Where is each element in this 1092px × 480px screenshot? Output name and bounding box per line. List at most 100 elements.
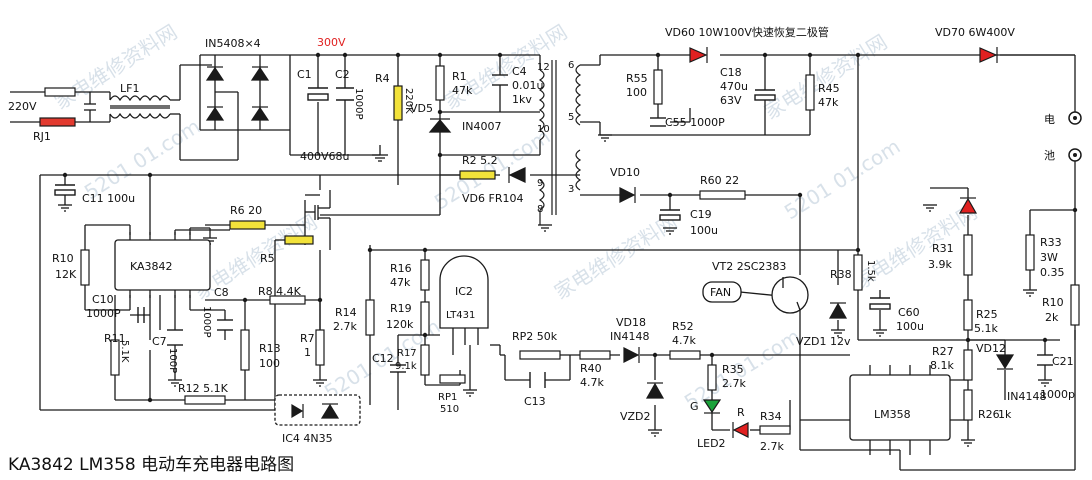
label-hv: 300V — [317, 36, 346, 49]
label-r40-value: 4.7k — [580, 376, 604, 389]
label-vd18: VD18 — [616, 316, 646, 329]
junctions — [62, 52, 1078, 403]
ics — [114, 239, 951, 441]
label-r8: R8 4.4K — [258, 285, 302, 298]
fan — [702, 281, 742, 303]
label-r13-value: 100 — [259, 357, 280, 370]
resistors — [44, 65, 1080, 435]
label-rp1: RP1 — [438, 392, 457, 403]
labels: 220V RJ1 LF1 IN5408×4 300V C1 C2 1000P 4… — [8, 25, 1075, 453]
label-r35-value: 2.7k — [722, 377, 746, 390]
ground-icon — [372, 154, 388, 162]
watermark-text: 5201 01.com — [80, 114, 204, 204]
battery-terminals — [1068, 111, 1082, 162]
resistor-r4 — [393, 85, 403, 121]
label-battery-1: 电 — [1044, 113, 1055, 126]
label-ka3842: KA3842 — [130, 260, 173, 273]
resistor-r7 — [315, 329, 325, 366]
label-fan: FAN — [710, 286, 731, 299]
colored-resistors — [39, 85, 496, 245]
label-input-voltage: 220V — [8, 100, 37, 113]
label-r60: R60 22 — [700, 174, 739, 187]
label-ic4: IC4 4N35 — [282, 432, 333, 445]
resistor-r14 — [365, 299, 375, 336]
resistor-r11 — [110, 339, 120, 376]
capacitor-c13 — [529, 372, 546, 388]
resistor-r45 — [805, 74, 815, 111]
label-c8-value: 1000P — [201, 306, 212, 337]
capacitor-c4 — [492, 74, 508, 86]
diode-vd5 — [428, 118, 452, 133]
resistor-r12 — [184, 395, 226, 405]
capacitor-c1 — [307, 87, 329, 101]
label-r14-value: 2.7k — [333, 320, 357, 333]
label-pin3: 3 — [568, 184, 574, 195]
resistor-r10b — [1070, 284, 1080, 326]
capacitor-c55 — [650, 117, 666, 127]
label-r34: R34 — [760, 410, 782, 423]
capacitor-c19 — [659, 209, 681, 221]
watermark-text: 家电维修资料网 — [550, 210, 681, 305]
label-c2: C2 — [335, 68, 350, 81]
label-battery-2: 池 — [1044, 149, 1055, 162]
resistor-r33 — [1025, 234, 1035, 271]
ic-pins — [129, 232, 801, 345]
label-c55: C55 1000P — [665, 116, 725, 129]
label-c19: C19 — [690, 208, 712, 221]
label-c21-value: 1000p — [1040, 388, 1075, 401]
ground-symbols — [58, 134, 1052, 447]
ground-icon — [961, 439, 975, 447]
resistor-rp2 — [519, 350, 561, 360]
label-rp1-value: 510 — [440, 404, 459, 415]
label-r12: R12 5.1K — [178, 382, 229, 395]
label-bridge: IN5408×4 — [205, 37, 261, 50]
label-r38-value: 1.5k — [865, 260, 876, 282]
label-c7-value: 100P — [167, 348, 178, 373]
mosfet — [305, 190, 331, 250]
diode-vd12 — [995, 354, 1015, 370]
label-r7: R7 — [300, 332, 315, 345]
label-r52: R52 — [672, 320, 694, 333]
diode-vd6 — [508, 167, 526, 183]
bridge-diode-3 — [205, 106, 225, 121]
label-vt2: VT2 2SC2383 — [712, 260, 786, 273]
label-vd5-value: IN4007 — [462, 120, 501, 133]
label-r10-value: 12K — [55, 268, 77, 281]
capacitor-c18 — [754, 89, 776, 101]
resistor-r6 — [229, 220, 266, 230]
watermark-text: 家电维修资料网 — [760, 30, 891, 125]
capacitor-c2 — [336, 87, 354, 101]
label-led2: LED2 — [697, 437, 726, 450]
capacitor-c12 — [390, 364, 406, 373]
transformer — [538, 60, 582, 225]
label-c60-value: 100u — [896, 320, 924, 333]
label-pin12: 12 — [537, 62, 550, 73]
bridge-diode-1 — [205, 66, 225, 81]
resistor-r13 — [240, 329, 250, 371]
label-r33-value: 3W — [1040, 251, 1058, 264]
label-led-r: R — [737, 406, 745, 419]
label-r2: R2 5.2 — [462, 154, 498, 167]
ic-lt431 — [439, 255, 489, 329]
label-r45-value: 47k — [818, 96, 839, 109]
label-pin5: 5 — [568, 112, 574, 123]
opto-internals — [291, 403, 340, 419]
label-vzd1: VZD1 12v — [796, 335, 851, 348]
label-c4-value: 0.01u — [512, 79, 543, 92]
capacitor-c7 — [167, 329, 183, 346]
led-green — [702, 399, 722, 414]
label-r11: R11 — [104, 332, 126, 345]
diode-vd10 — [619, 187, 636, 203]
label-c13: C13 — [524, 395, 546, 408]
resistor-rj1 — [39, 117, 76, 127]
label-r10b: R10 — [1042, 296, 1064, 309]
label-rj1: RJ1 — [33, 130, 51, 143]
label-pin6: 6 — [568, 60, 574, 71]
label-r6: R6 20 — [230, 204, 262, 217]
label-vd10: VD10 — [610, 166, 640, 179]
label-vd18-value: IN4148 — [610, 330, 649, 343]
label-pin10: 10 — [537, 124, 550, 135]
label-r10: R10 — [52, 252, 74, 265]
resistor-r16 — [420, 259, 430, 291]
ground-icon — [168, 379, 182, 387]
